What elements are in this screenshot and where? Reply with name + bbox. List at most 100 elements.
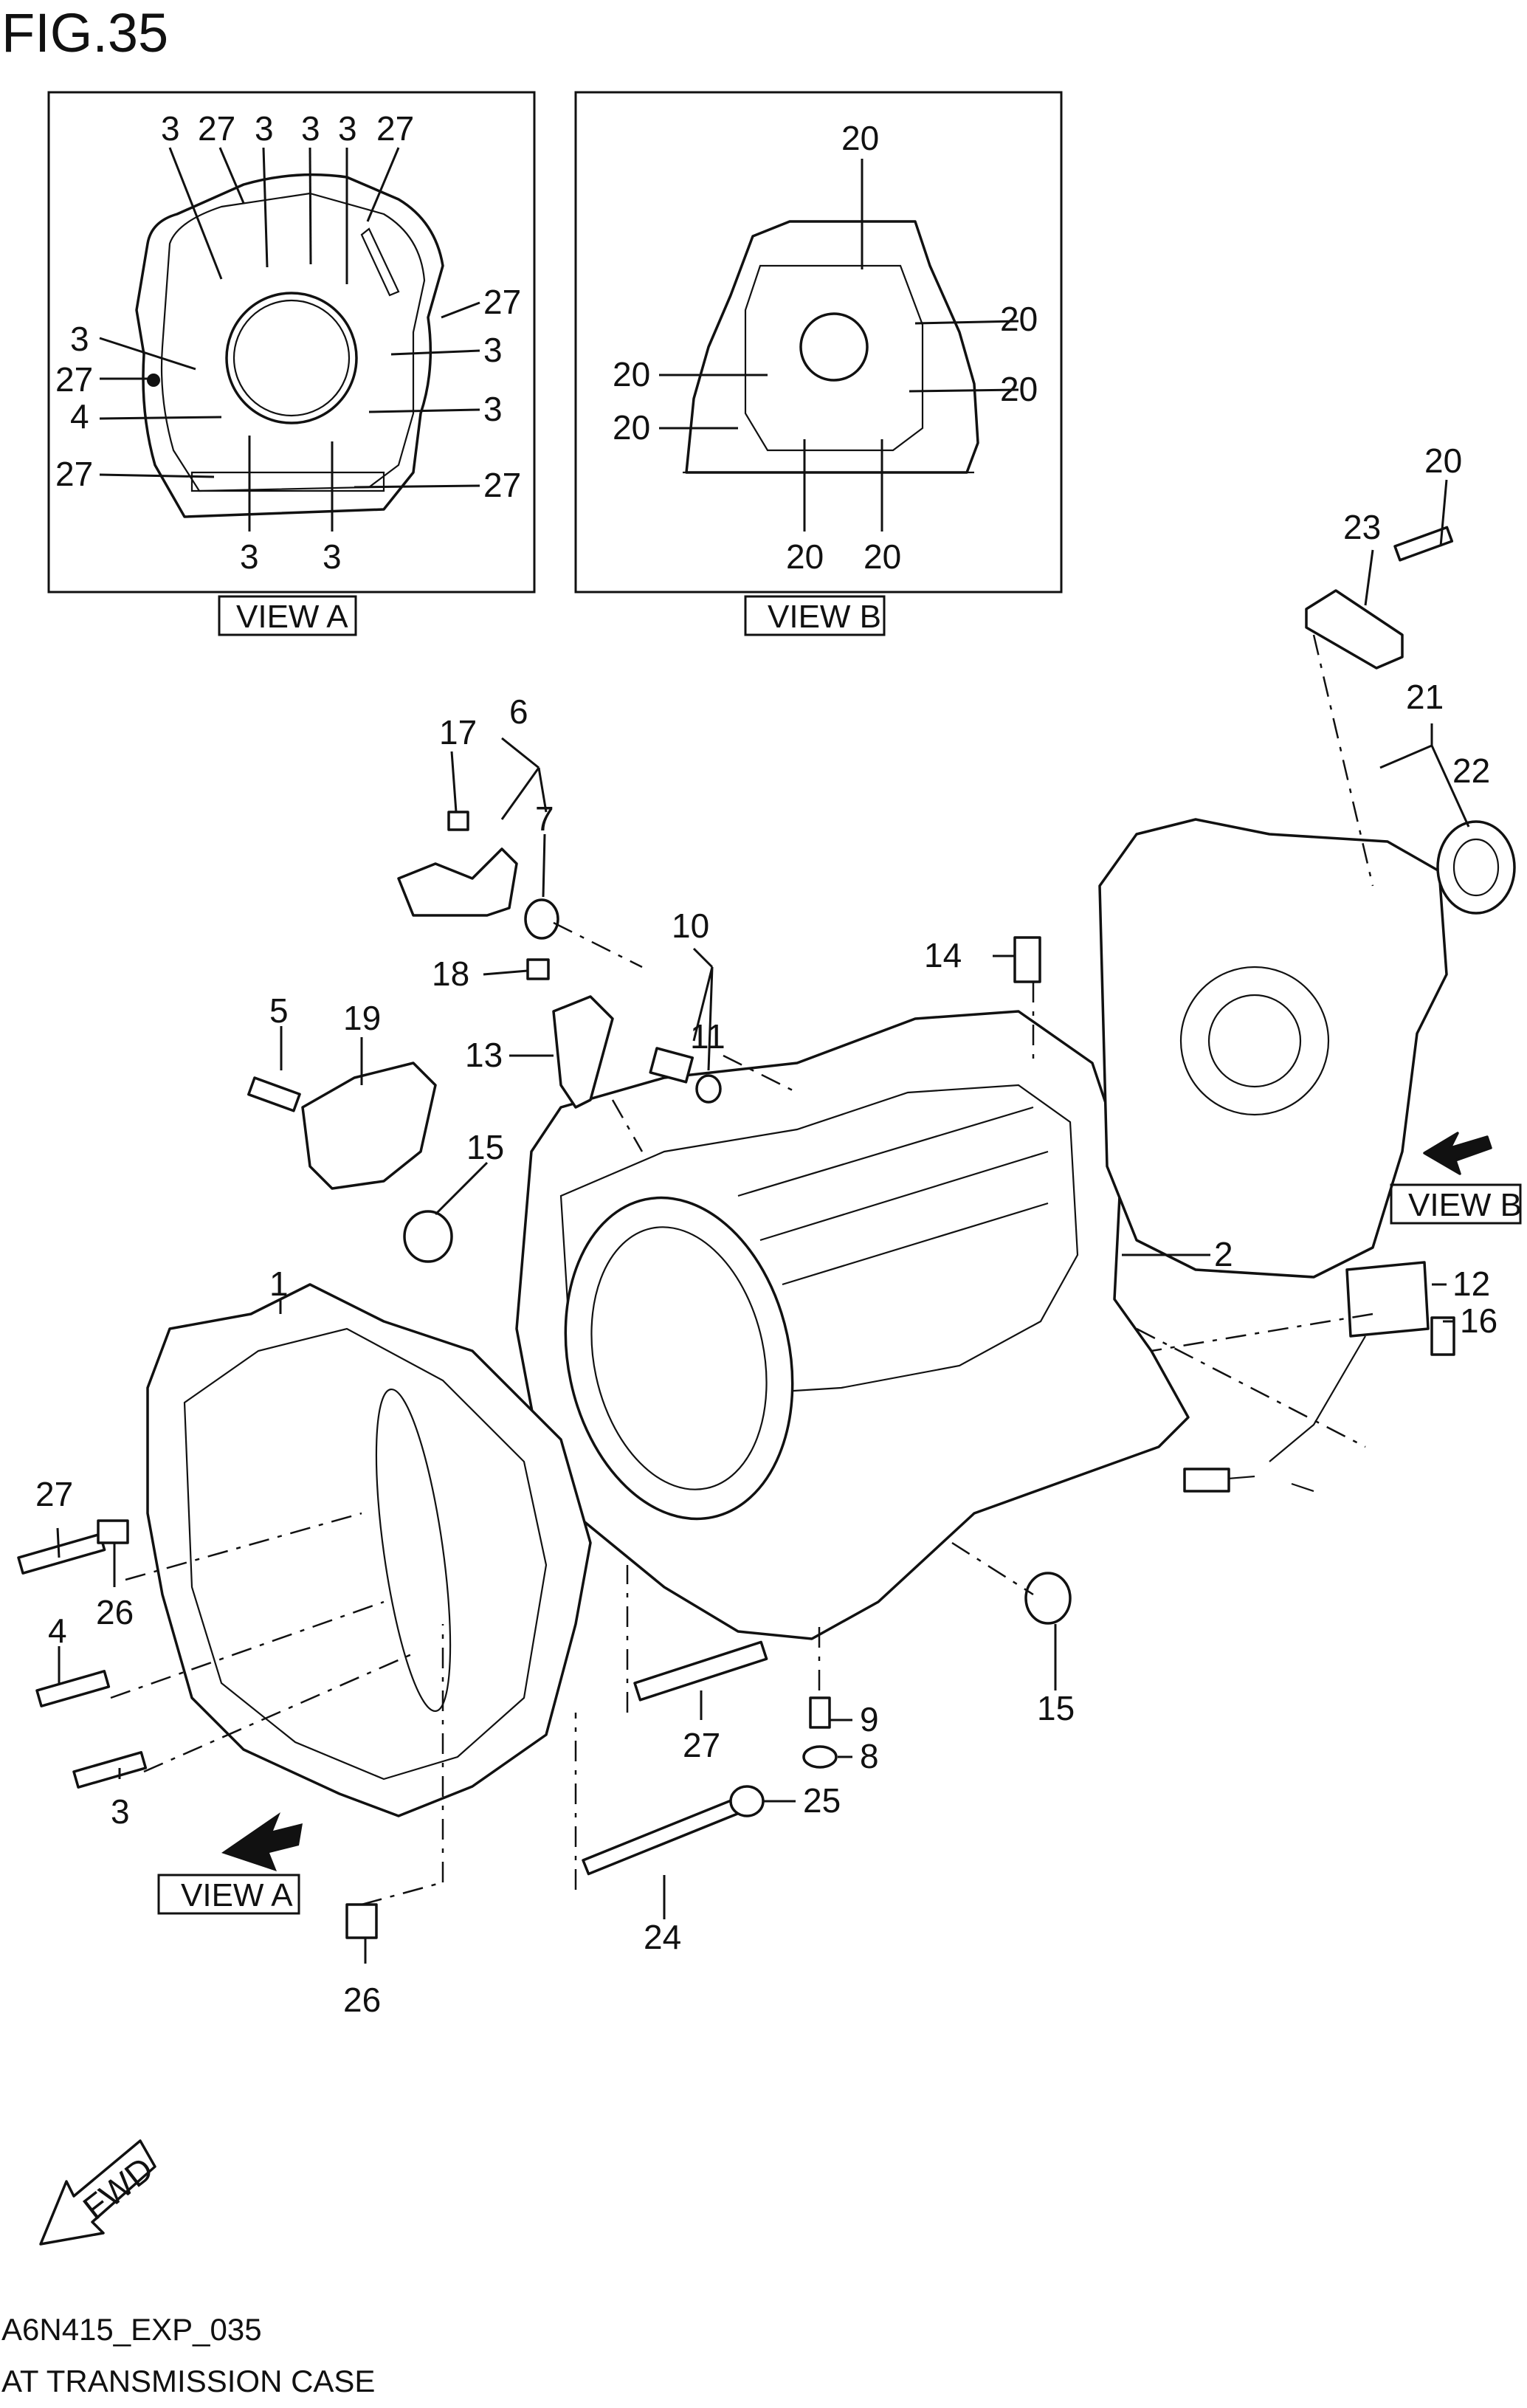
stud-24 — [582, 1795, 748, 1876]
callout-part-21: 21 — [1406, 678, 1444, 716]
view-a-inset: 3 27 3 3 3 27 27 3 27 3 4 3 27 27 3 3 VI… — [47, 91, 536, 636]
harness-plug — [1183, 1468, 1230, 1493]
view-a-callout-10: 3 — [483, 390, 503, 428]
footer-title: AT TRANSMISSION CASE — [1, 2364, 375, 2398]
oil-seal-15-upper — [403, 1210, 453, 1263]
view-a-callout-5: 3 — [338, 109, 357, 148]
footer-code: A6N415_EXP_035 — [1, 2312, 262, 2347]
callout-part-24: 24 — [644, 1918, 681, 1956]
bolt-17 — [447, 811, 469, 831]
view-b-frame — [574, 91, 1063, 594]
dowel-26-upper — [97, 1519, 129, 1544]
callout-part-26a: 26 — [96, 1593, 134, 1631]
callout-part-27a: 27 — [35, 1475, 73, 1513]
view-a-callout-4: 3 — [301, 109, 320, 148]
callout-part-2: 2 — [1214, 1235, 1233, 1273]
breather-14 — [1013, 936, 1041, 983]
callout-part-17: 17 — [439, 713, 477, 751]
fwd-arrow — [39, 2139, 156, 2246]
plug-10 — [649, 1047, 694, 1084]
oil-seal-15-lower — [1024, 1572, 1072, 1625]
view-a-label: VIEW A — [236, 599, 348, 635]
callout-part-3: 3 — [111, 1792, 130, 1831]
callout-part-1: 1 — [269, 1265, 289, 1303]
callout-part-5: 5 — [269, 991, 289, 1030]
callout-part-9: 9 — [860, 1700, 879, 1738]
nut-25 — [729, 1785, 765, 1817]
callout-part-20: 20 — [1424, 441, 1462, 480]
bolt-27-left — [17, 1532, 106, 1575]
callout-part-11: 11 — [690, 1017, 725, 1056]
view-a-bore-inner — [232, 299, 351, 417]
callout-part-16: 16 — [1460, 1301, 1497, 1340]
view-a-callout-1: 3 — [161, 109, 180, 148]
oil-seal-22-inner — [1452, 838, 1500, 897]
harness — [1210, 1335, 1366, 1493]
callout-part-8: 8 — [860, 1737, 879, 1775]
callout-part-15a: 15 — [466, 1128, 504, 1166]
view-a-callout-7: 27 — [483, 283, 521, 321]
exploded-view: 1 2 3 4 5 6 7 8 9 10 11 12 13 14 15 15 1… — [17, 441, 1522, 2019]
view-b-face — [744, 264, 924, 452]
view-a-callout-13: 27 — [55, 455, 93, 493]
callout-part-13: 13 — [465, 1036, 503, 1074]
case-bell-opening — [564, 1196, 794, 1521]
view-a-callout-16: 3 — [323, 537, 342, 576]
pin-9 — [809, 1696, 831, 1729]
view-a-side-slot — [360, 227, 400, 297]
callout-part-27b: 27 — [683, 1726, 720, 1764]
bolt-27-center — [633, 1640, 768, 1702]
callout-part-23: 23 — [1343, 508, 1381, 546]
extension-housing-bore-inner — [1207, 994, 1302, 1088]
washer-8 — [802, 1745, 838, 1769]
extension-housing-bore — [1179, 966, 1330, 1116]
view-b-label-box — [744, 595, 886, 636]
view-b-callout-2: 20 — [1000, 300, 1038, 338]
view-a-main-label: VIEW A — [181, 1877, 293, 1913]
view-b-label: VIEW B — [768, 599, 881, 635]
case-ribs — [737, 1106, 1049, 1286]
view-a-flange — [160, 192, 426, 492]
fwd-indicator: FWD — [39, 2139, 160, 2246]
view-b-callout-4: 20 — [613, 355, 650, 393]
view-a-callout-14: 27 — [483, 466, 521, 504]
view-a-frame — [47, 91, 536, 594]
view-a-callout-15: 3 — [240, 537, 259, 576]
callout-part-14: 14 — [924, 936, 962, 974]
sensor-13 — [552, 995, 614, 1109]
view-b-callout-6: 20 — [786, 537, 824, 576]
view-b-arrow — [1423, 1132, 1492, 1175]
view-a-callout-9: 27 — [55, 360, 93, 399]
callout-part-10: 10 — [672, 907, 709, 945]
view-a-bore — [225, 292, 358, 424]
view-b-inset: 20 20 20 20 20 20 20 VIEW B — [574, 91, 1063, 636]
view-a-callout-6: 27 — [376, 109, 414, 148]
view-a-callout-12: 3 — [70, 320, 89, 358]
view-b-callout-3: 20 — [1000, 370, 1038, 408]
callout-part-26b: 26 — [343, 1981, 381, 2019]
view-b-callout-5: 20 — [613, 408, 650, 447]
o-ring-7 — [524, 898, 559, 940]
view-a-callout-3: 3 — [255, 109, 274, 148]
range-switch-19 — [301, 1062, 437, 1190]
converter-housing-face — [183, 1327, 548, 1781]
view-a-lower-slot — [190, 471, 385, 492]
callout-part-7: 7 — [535, 799, 554, 838]
view-a-arrow — [221, 1812, 303, 1871]
callout-part-22: 22 — [1452, 751, 1490, 790]
callout-part-6: 6 — [509, 692, 528, 731]
view-a-label-box — [218, 595, 357, 636]
view-b-bore — [799, 312, 869, 382]
gasket-11 — [695, 1074, 722, 1104]
view-b-callout-1: 20 — [841, 119, 879, 157]
bolt-3 — [72, 1751, 148, 1789]
bolt-4 — [35, 1670, 111, 1707]
bolt-20 — [1393, 526, 1454, 562]
figure-label: FIG.35 — [1, 2, 168, 63]
dowel-26-lower — [345, 1903, 378, 1939]
callout-part-4: 4 — [48, 1611, 67, 1650]
view-b-callout-7: 20 — [864, 537, 901, 576]
view-a-dowel — [147, 374, 160, 387]
view-a-callout-2: 27 — [198, 109, 235, 148]
